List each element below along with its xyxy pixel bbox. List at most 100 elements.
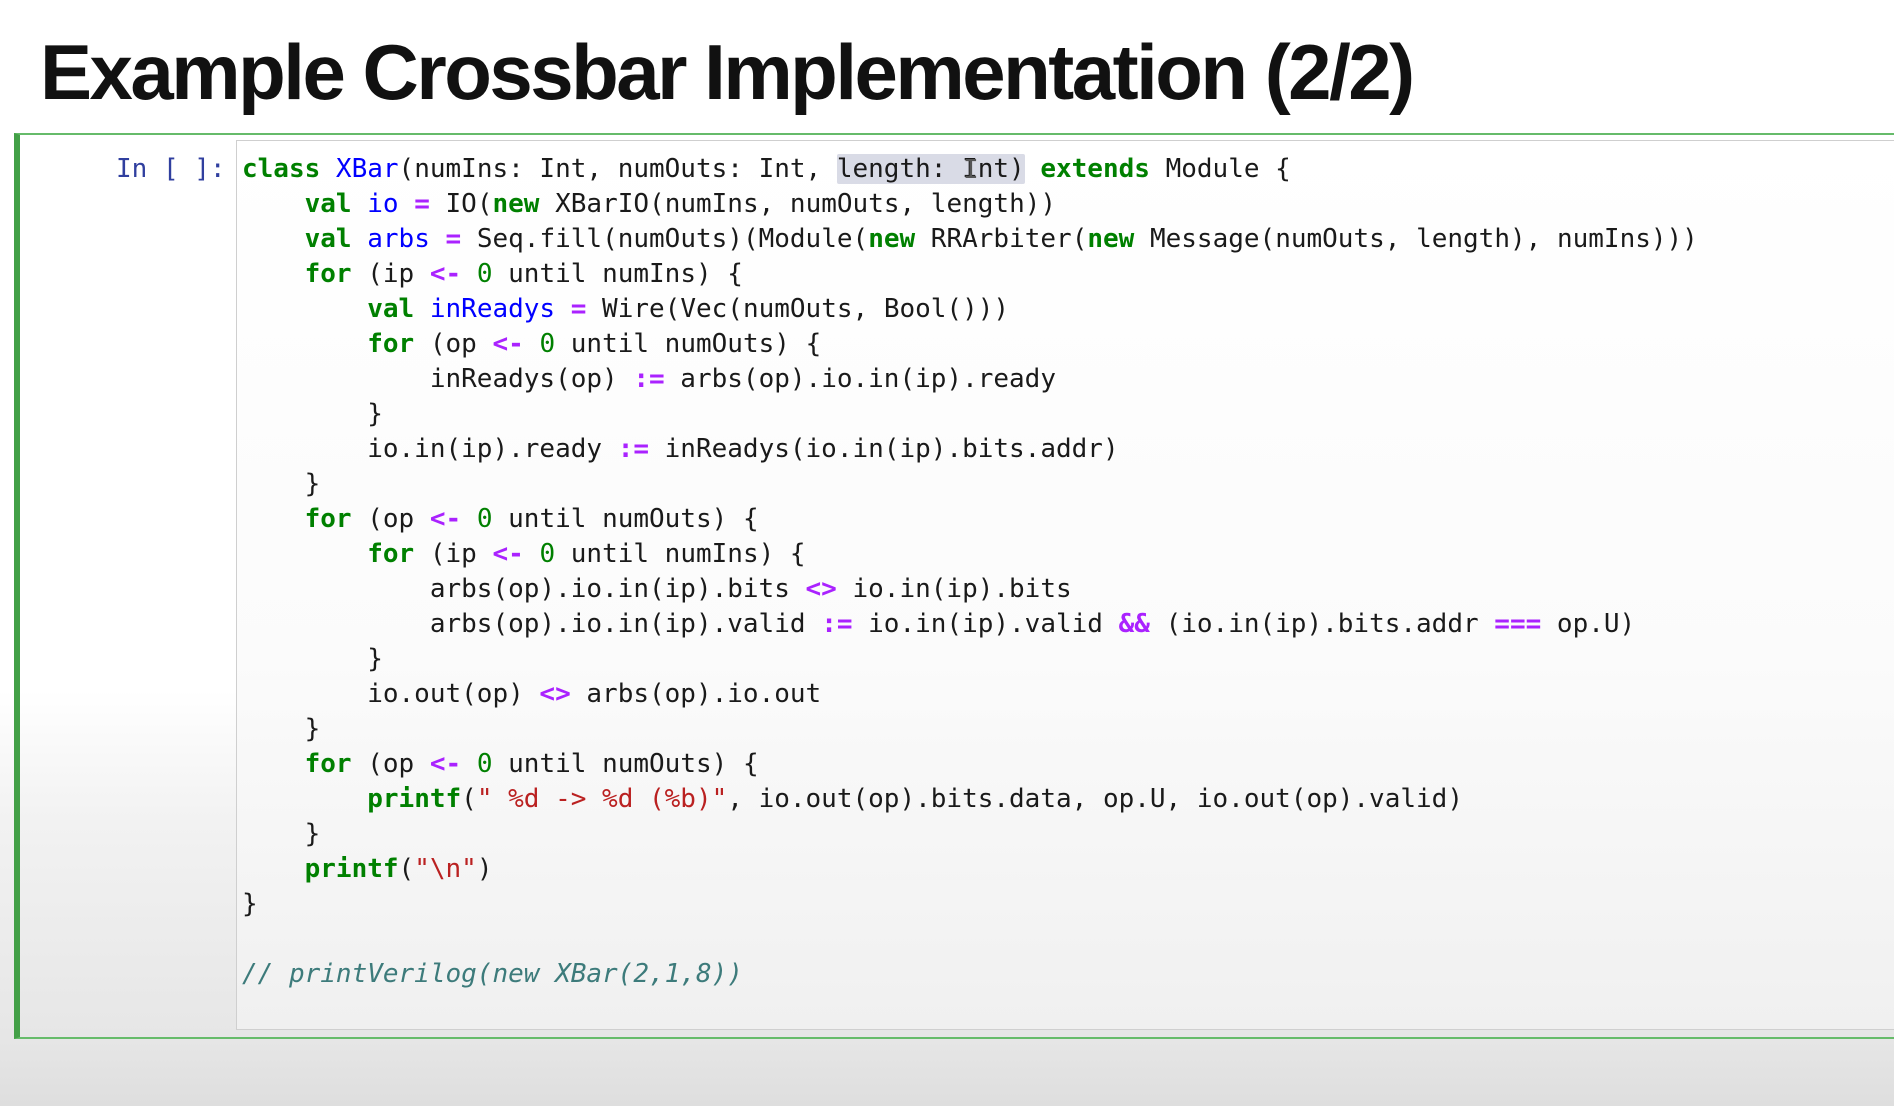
notebook-cell[interactable] — [14, 133, 1894, 1039]
code-token — [242, 259, 305, 289]
code-token — [461, 504, 477, 534]
code-token: IO( — [429, 189, 493, 219]
code-token: } — [242, 714, 321, 744]
code-line: io.out(op) <> arbs(op).io.out — [242, 677, 1698, 712]
code-token — [524, 329, 540, 359]
code-token: arbs — [367, 224, 430, 254]
code-line: } — [242, 817, 1698, 852]
code-token: val — [304, 224, 352, 254]
code-line: for (op <- 0 until numOuts) { — [242, 747, 1698, 782]
code-token: for — [304, 749, 352, 779]
code-token — [461, 749, 477, 779]
code-token: inReadys(op) — [242, 364, 634, 394]
code-token — [555, 294, 571, 324]
code-line: inReadys(op) := arbs(op).io.in(ip).ready — [242, 362, 1698, 397]
code-token: printf — [367, 784, 462, 814]
code-token: RRArbiter( — [915, 224, 1088, 254]
code-token: new — [492, 189, 540, 219]
code-token: 0 — [476, 749, 493, 779]
code-token: arbs(op).io.in(ip).valid — [242, 609, 822, 639]
code-line: class XBar(numIns: Int, numOuts: Int, le… — [242, 152, 1698, 187]
code-token — [242, 539, 367, 569]
code-line: } — [242, 887, 1698, 922]
code-token: "\n" — [414, 854, 477, 884]
code-token: printf — [304, 854, 399, 884]
code-line: // printVerilog(new XBar(2,1,8)) — [242, 957, 1698, 992]
code-line: } — [242, 712, 1698, 747]
code-line: } — [242, 642, 1698, 677]
code-token — [242, 504, 305, 534]
code-token: ) — [476, 854, 493, 884]
code-token — [242, 329, 367, 359]
code-token: = — [445, 224, 462, 254]
code-token: (io.in(ip).bits.addr — [1149, 609, 1495, 639]
code-line: printf(" %d -> %d (%b)", io.out(op).bits… — [242, 782, 1698, 817]
code-line: arbs(op).io.in(ip).bits <> io.in(ip).bit… — [242, 572, 1698, 607]
code-token: = — [414, 189, 430, 219]
code-token: XBarIO(numIns, numOuts, length)) — [539, 189, 1057, 219]
code-line: for (op <- 0 until numOuts) { — [242, 327, 1698, 362]
code-token: === — [1494, 609, 1542, 639]
code-token: arbs(op).io.in(ip).bits — [242, 574, 806, 604]
code-input-area[interactable] — [236, 140, 1894, 1030]
code-token: (op — [351, 749, 430, 779]
code-token: (op — [414, 329, 493, 359]
code-token: op.U) — [1541, 609, 1636, 639]
code-token — [242, 854, 305, 884]
code-token: := — [821, 609, 853, 639]
code-token: for — [367, 539, 415, 569]
code-token: XBar — [335, 154, 399, 184]
code-token: 0 — [476, 259, 493, 289]
code-token: (ip — [351, 259, 430, 289]
code-token: := — [633, 364, 665, 394]
code-token: val — [367, 294, 415, 324]
code-token: arbs(op).io.out — [570, 679, 822, 709]
code-line: printf("\n") — [242, 852, 1698, 887]
code-token: ( — [398, 854, 415, 884]
code-line: for (op <- 0 until numOuts) { — [242, 502, 1698, 537]
code-token: } — [242, 889, 258, 919]
code-token: Message(numOuts, length), numIns))) — [1134, 224, 1698, 254]
code-token: <> — [805, 574, 837, 604]
code-token: 0 — [476, 504, 493, 534]
code-token: until numOuts) { — [555, 329, 822, 359]
code-line — [242, 922, 1698, 957]
code-token — [352, 224, 368, 254]
slide-title: Example Crossbar Implementation (2/2) — [40, 28, 1415, 116]
code-token: io.out(op) — [242, 679, 540, 709]
code-token: } — [242, 399, 383, 429]
code-token: until numOuts) { — [492, 749, 759, 779]
code-token: until numIns) { — [555, 539, 806, 569]
code-line: for (ip <- 0 until numIns) { — [242, 257, 1698, 292]
code-line: } — [242, 467, 1698, 502]
code-token: new — [1087, 224, 1135, 254]
code-token: Seq.fill(numOuts)(Module( — [461, 224, 869, 254]
code-token: io — [367, 189, 399, 219]
code-token: 0 — [539, 329, 556, 359]
code-token: ( — [461, 784, 477, 814]
code-token: (numIns: Int, numOuts: Int, — [398, 154, 837, 184]
code-token: " %d -> %d (%b)" — [476, 784, 728, 814]
code-line: for (ip <- 0 until numIns) { — [242, 537, 1698, 572]
code-line: io.in(ip).ready := inReadys(io.in(ip).bi… — [242, 432, 1698, 467]
code-token: inReadys — [429, 294, 556, 324]
code-token: := — [617, 434, 649, 464]
code-token: <- — [492, 329, 524, 359]
code-token: for — [304, 504, 352, 534]
code-token: 0 — [539, 539, 556, 569]
code-token: } — [242, 819, 321, 849]
text-cursor-icon: I — [963, 155, 979, 185]
code-token: extends — [1040, 154, 1150, 184]
code-token: until numIns) { — [492, 259, 743, 289]
code-token — [414, 294, 430, 324]
code-token — [461, 259, 477, 289]
code-token: Module { — [1149, 154, 1291, 184]
code-token: (ip — [414, 539, 493, 569]
code-token: arbs(op).io.in(ip).ready — [664, 364, 1056, 394]
code-token — [1025, 154, 1041, 184]
code-editor[interactable]: class XBar(numIns: Int, numOuts: Int, le… — [242, 152, 1698, 992]
code-token — [242, 749, 305, 779]
code-token — [524, 539, 540, 569]
code-token: for — [367, 329, 415, 359]
code-token: new — [868, 224, 916, 254]
